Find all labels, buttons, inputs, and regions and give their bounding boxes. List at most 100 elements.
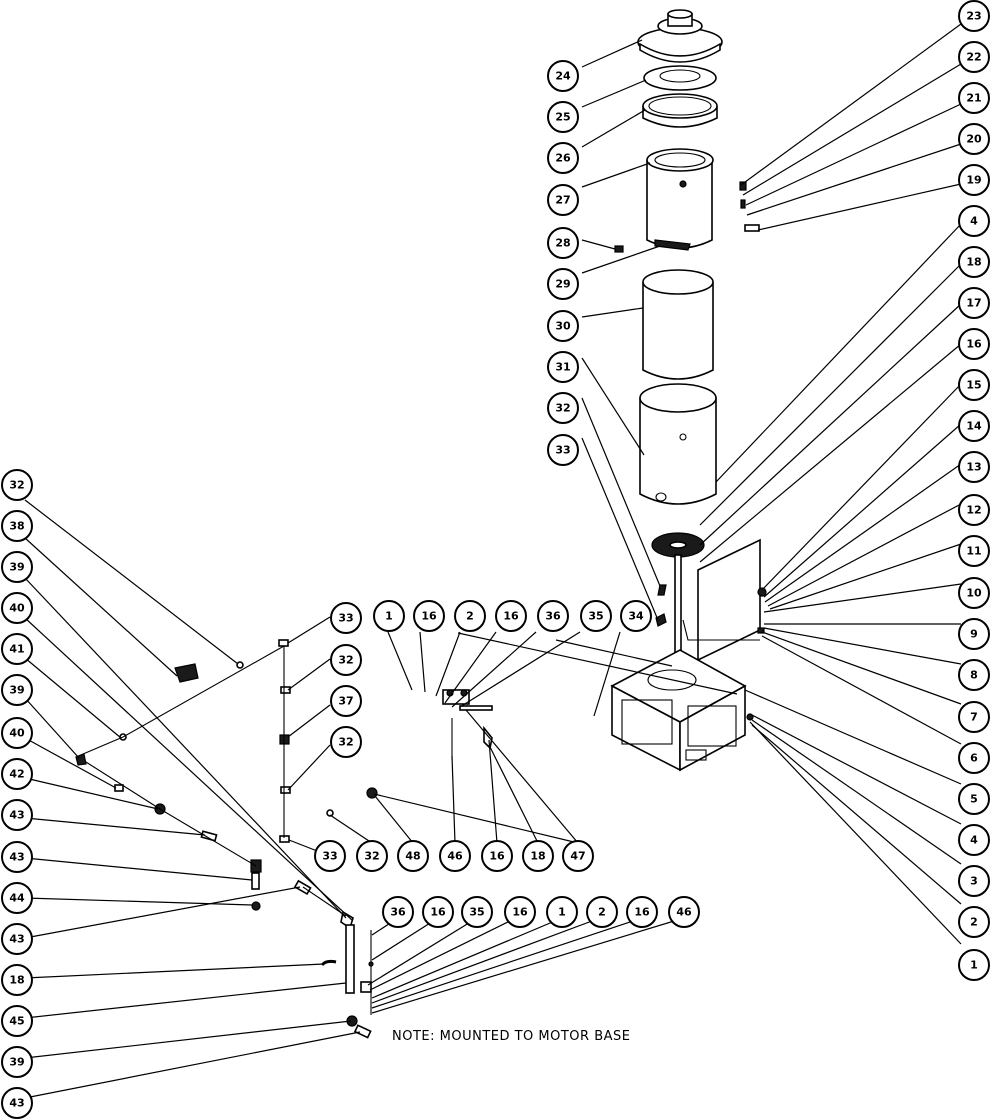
callout-32-pipe-c: 32 [356,840,388,872]
side-bracket [682,538,767,662]
svg-text:16: 16 [966,338,982,351]
svg-text:1: 1 [558,906,566,919]
svg-text:35: 35 [469,906,484,919]
upper-cylinder [646,148,714,251]
svg-text:16: 16 [430,906,446,919]
callout-35-mid: 35 [580,600,612,632]
callout-20: 20 [958,123,990,155]
svg-text:21: 21 [966,92,981,105]
svg-text:36: 36 [390,906,406,919]
svg-text:39: 39 [9,1056,24,1069]
svg-text:32: 32 [338,736,353,749]
callout-36-mid: 36 [537,600,569,632]
callout-16: 16 [958,328,990,360]
ring-seal [643,65,717,91]
callout-1-bottom: 1 [546,896,578,928]
callout-36-bottom: 36 [382,896,414,928]
callout-34: 34 [620,600,652,632]
callout-32-left: 32 [1,469,33,501]
callout-14: 14 [958,410,990,442]
svg-text:42: 42 [9,768,24,781]
callout-7: 7 [958,701,990,733]
callout-32-upper: 32 [547,392,579,424]
svg-text:26: 26 [555,152,571,165]
band-ring [642,93,718,128]
callout-6: 6 [958,742,990,774]
svg-text:25: 25 [555,111,570,124]
svg-text:33: 33 [338,612,353,625]
outer-housing [639,383,717,505]
svg-text:4: 4 [970,834,978,847]
callout-19: 19 [958,164,990,196]
callout-1-mid: 1 [373,600,405,632]
svg-text:44: 44 [9,892,25,905]
svg-text:27: 27 [555,194,570,207]
svg-text:7: 7 [970,711,978,724]
callout-37: 37 [330,685,362,717]
top-cap [637,9,723,63]
impeller-wheel [651,532,705,558]
callout-18-mid: 18 [522,840,554,872]
callout-16-mid-c: 16 [481,840,513,872]
svg-text:6: 6 [970,752,978,765]
callout-43-left-b: 43 [1,841,33,873]
left-piping [75,639,372,1039]
svg-text:23: 23 [966,10,981,23]
svg-text:8: 8 [970,669,978,682]
callout-25: 25 [547,101,579,133]
svg-text:46: 46 [676,906,692,919]
callout-39-left-a: 39 [1,551,33,583]
svg-text:35: 35 [588,610,603,623]
svg-text:16: 16 [512,906,528,919]
svg-text:38: 38 [9,520,24,533]
svg-text:41: 41 [9,643,24,656]
svg-text:2: 2 [598,906,606,919]
svg-text:17: 17 [966,297,981,310]
callout-48: 48 [397,840,429,872]
svg-text:12: 12 [966,504,981,517]
svg-text:9: 9 [970,628,978,641]
callout-16-bottom-c: 16 [626,896,658,928]
callout-3: 3 [958,865,990,897]
callout-28: 28 [547,227,579,259]
leader-lines [24,23,962,1099]
callout-15: 15 [958,369,990,401]
svg-text:18: 18 [966,256,981,269]
callout-22: 22 [958,41,990,73]
svg-text:2: 2 [466,610,474,623]
svg-text:32: 32 [9,479,24,492]
svg-text:45: 45 [9,1015,24,1028]
svg-text:3: 3 [970,875,978,888]
callout-32-pipe-b: 32 [330,726,362,758]
mounting-note: NOTE: MOUNTED TO MOTOR BASE [392,1029,630,1044]
small-fitting [614,245,624,253]
callout-5: 5 [958,783,990,815]
svg-text:29: 29 [555,278,570,291]
callout-18-left: 18 [1,964,33,996]
callout-32-pipe-a: 32 [330,644,362,676]
svg-text:18: 18 [9,974,24,987]
svg-text:4: 4 [970,215,978,228]
callout-16-bottom-a: 16 [422,896,454,928]
callout-47: 47 [562,840,594,872]
callout-31: 31 [547,351,579,383]
callout-39-left-b: 39 [1,674,33,706]
svg-text:32: 32 [555,402,570,415]
svg-text:13: 13 [966,461,981,474]
callout-46-mid: 46 [439,840,471,872]
callout-2-bottom: 2 [586,896,618,928]
callout-21: 21 [958,82,990,114]
callout-39-left-c: 39 [1,1046,33,1078]
callout-40-left-a: 40 [1,592,33,624]
right-fittings [655,181,760,721]
callout-12: 12 [958,494,990,526]
svg-text:22: 22 [966,51,981,64]
callout-2: 2 [958,906,990,938]
svg-text:31: 31 [555,361,570,374]
svg-text:40: 40 [9,727,25,740]
callout-27: 27 [547,184,579,216]
svg-text:36: 36 [545,610,561,623]
callout-35-bottom: 35 [461,896,493,928]
callout-2-mid: 2 [454,600,486,632]
